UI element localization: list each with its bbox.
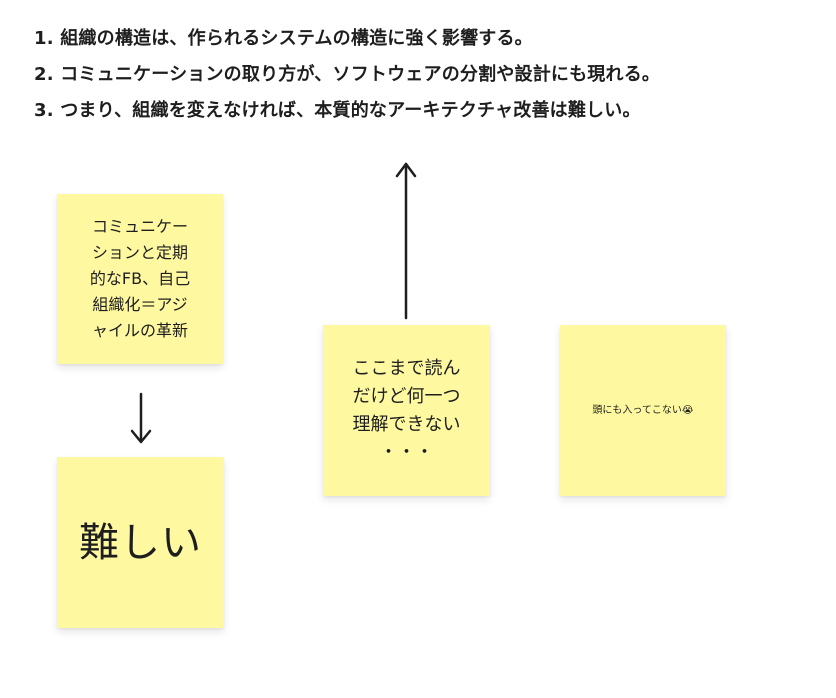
sticky-note-cannot-understand-text: ここまで読ん だけど何一つ 理解できない ・・・ xyxy=(352,357,461,463)
sticky-note-difficult-text: 難しい xyxy=(79,519,202,566)
arrow-up-connector[interactable] xyxy=(394,160,418,320)
sticky-note-not-sinking-in-text: 頭にも入ってこない😭 xyxy=(592,404,694,416)
heading-list: 1. 組織の構造は、作られるシステムの構造に強く影響する。 2. コミュニケーシ… xyxy=(34,30,660,138)
sticky-note-agile-text: コミュニケー ションと定期 的なFB、自己 組織化＝アジ ャイルの革新 xyxy=(89,217,191,340)
arrow-down-connector[interactable] xyxy=(130,392,152,445)
sticky-note-agile[interactable]: コミュニケー ションと定期 的なFB、自己 組織化＝アジ ャイルの革新 xyxy=(57,194,223,364)
sticky-note-not-sinking-in[interactable]: 頭にも入ってこない😭 xyxy=(560,325,726,496)
sticky-note-cannot-understand[interactable]: ここまで読ん だけど何一つ 理解できない ・・・ xyxy=(323,325,490,496)
heading-point-3[interactable]: 3. つまり、組織を変えなければ、本質的なアーキテクチャ改善は難しい。 xyxy=(34,100,641,121)
heading-point-2[interactable]: 2. コミュニケーションの取り方が、ソフトウェアの分割や設計にも現れる。 xyxy=(34,64,661,85)
heading-point-1[interactable]: 1. 組織の構造は、作られるシステムの構造に強く影響する。 xyxy=(34,28,533,49)
sticky-note-difficult[interactable]: 難しい xyxy=(57,457,224,628)
